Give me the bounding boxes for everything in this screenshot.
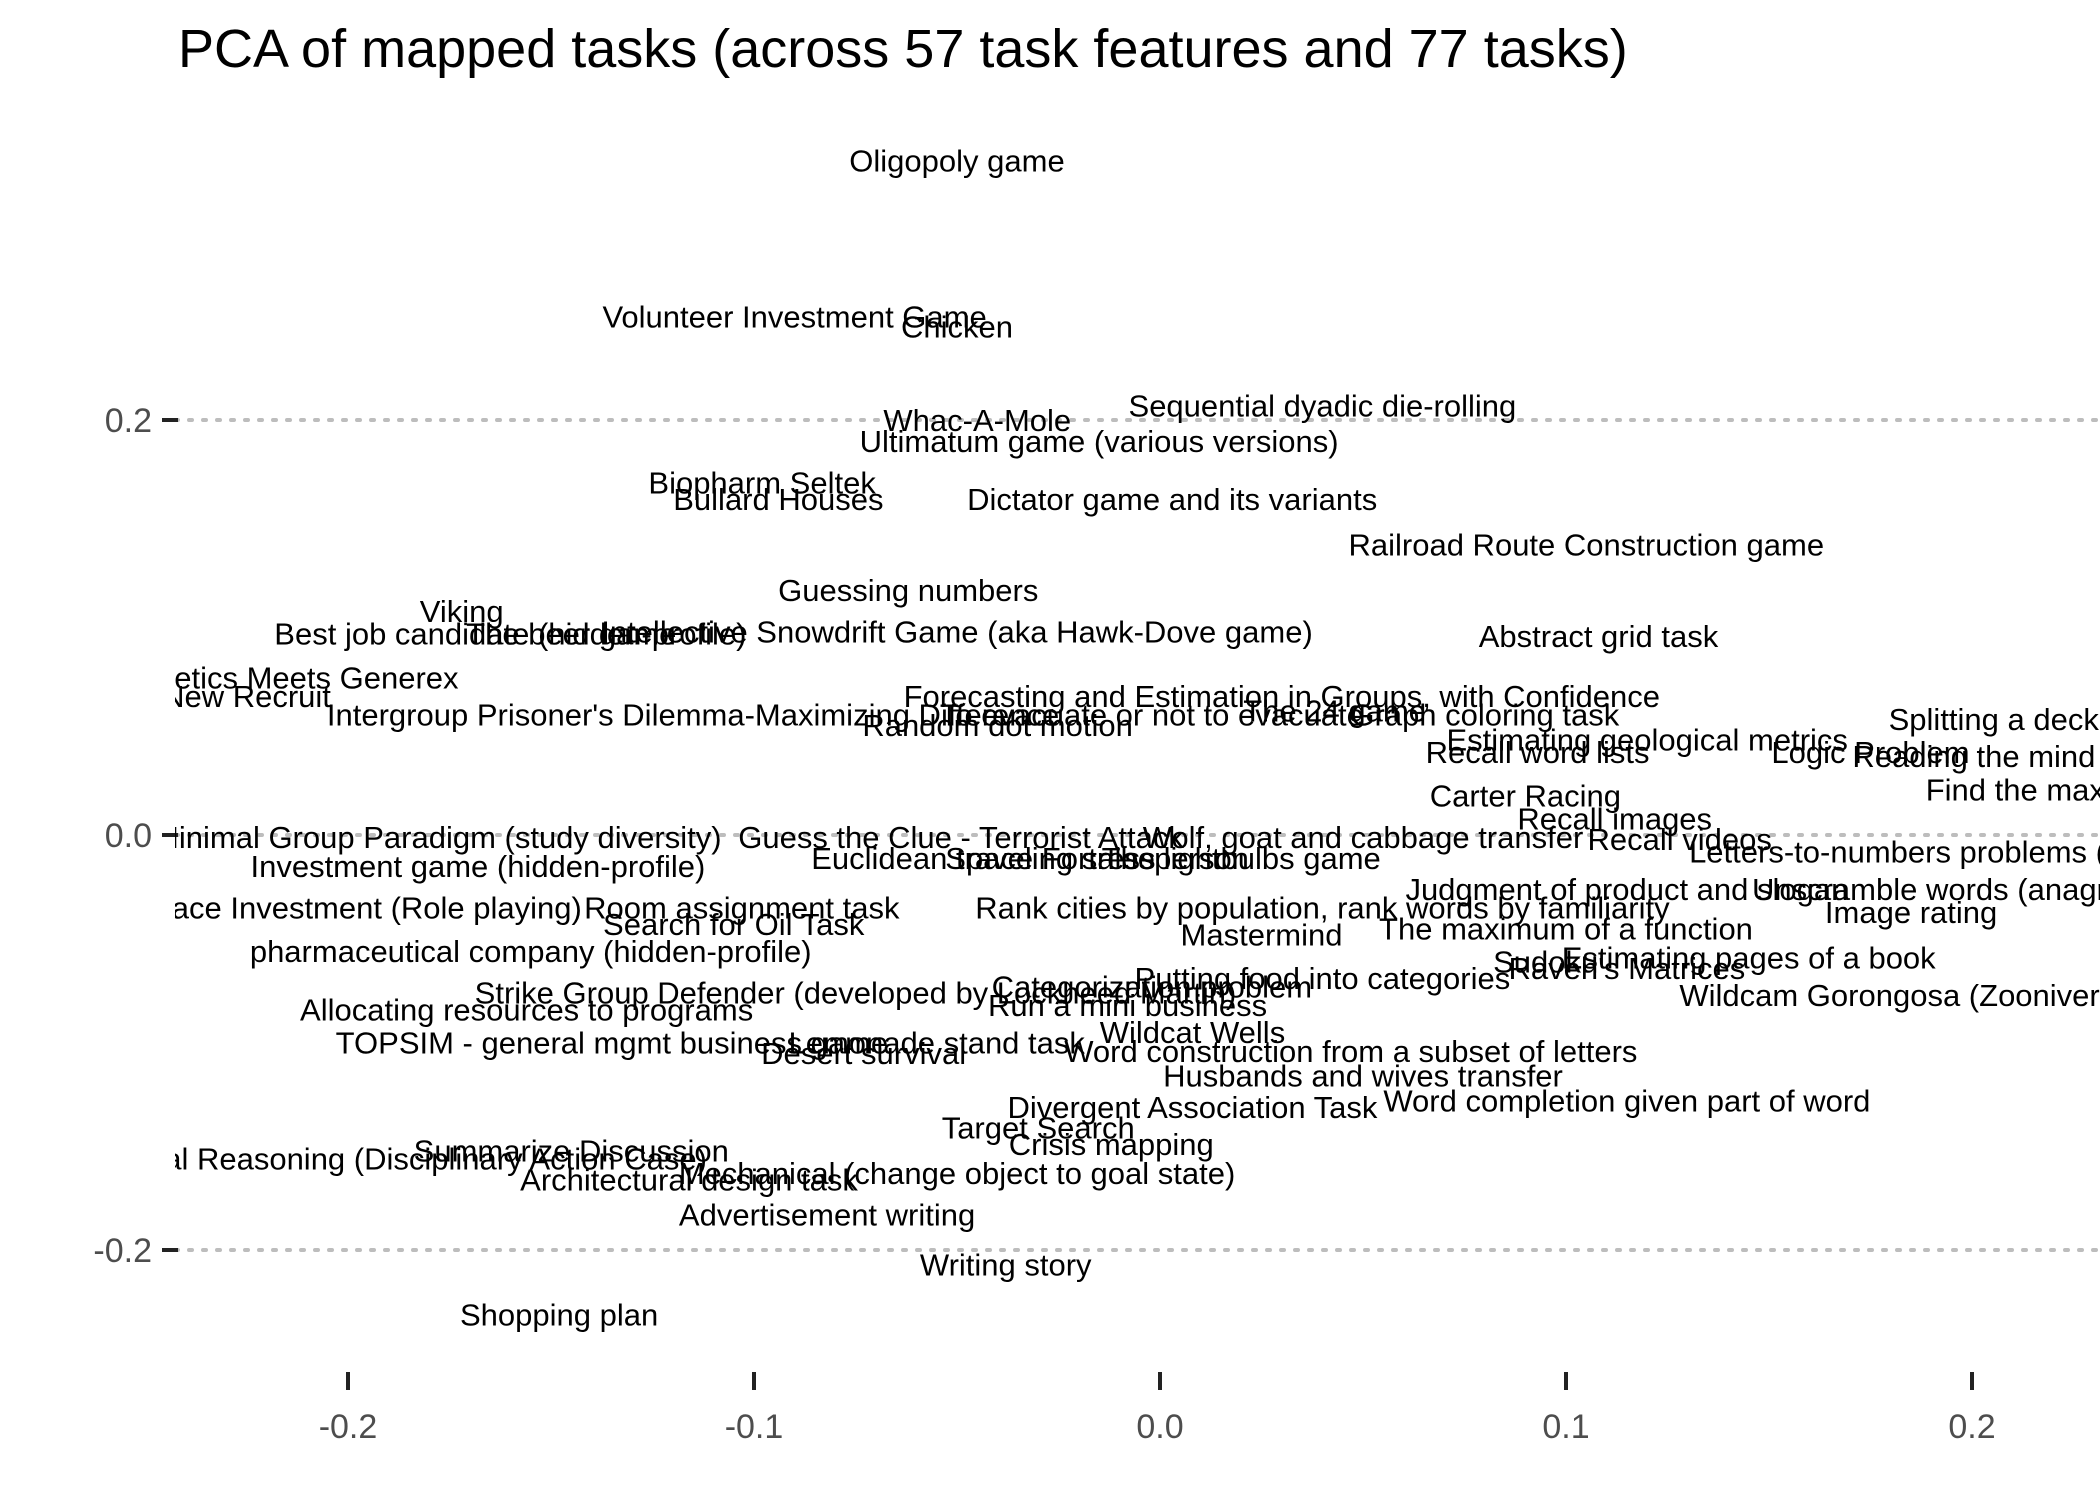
task-point-label: Investment game (hidden-profile)	[250, 849, 705, 884]
task-point-label: Search for Oil Task	[603, 907, 865, 942]
task-point-label: Oligopoly game	[849, 144, 1064, 179]
task-point-label: Architectural design task	[520, 1162, 858, 1197]
x-tick-label: 0.1	[1542, 1408, 1589, 1446]
task-point-label: Strike Group Defender (developed by Lock…	[475, 976, 1237, 1011]
task-point-label: Dictator game and its variants	[967, 482, 1377, 517]
task-point-label: Find the maximum	[1926, 772, 2100, 807]
task-point-label: Mastermind	[1181, 918, 1343, 953]
task-point-label: Word completion given part of word	[1383, 1084, 1870, 1119]
task-point-label: Wolf, goat and cabbage transfer	[1143, 820, 1584, 855]
task-point-label: Chicken	[901, 310, 1013, 345]
task-point-label: Room assignment task	[584, 891, 900, 926]
task-point-label: To evacuate or not to evacuate	[940, 698, 1364, 733]
task-point-label: Best job candidate (hidden-profile)	[274, 617, 746, 652]
task-point-label: Wildcat Wells	[1100, 1015, 1285, 1050]
task-point-label: Guessing numbers	[778, 573, 1038, 608]
task-point-label: Allocating resources to programs	[300, 992, 753, 1027]
task-point-label: Summarize Discussion	[414, 1133, 729, 1168]
y-tick-label: 0.2	[105, 402, 152, 440]
task-point-label: Abstract grid task	[1479, 619, 1719, 654]
task-point-label: Image rating	[1825, 895, 1997, 930]
task-point-label: Shopping plan	[460, 1297, 658, 1332]
task-point-label: New Recruit	[162, 679, 331, 714]
task-point-label: Viking	[420, 594, 504, 629]
task-point-label: Rank cities by population, rank words by…	[975, 891, 1670, 926]
x-axis: -0.2 -0.1 0.0 0.1 0.2	[319, 1372, 1996, 1446]
task-point-label: Lemonade stand task	[788, 1026, 1085, 1061]
task-point-label: Categorization problem	[992, 969, 1313, 1004]
task-point-label: Logic Problem	[1771, 735, 1969, 770]
task-point-label: Space Fortress	[945, 841, 1155, 876]
task-point-label: Divergent Association Task	[1008, 1090, 1378, 1125]
task-point-label: The 24 game	[1243, 694, 1426, 729]
chart-title: PCA of mapped tasks (across 57 task feat…	[178, 19, 1628, 79]
task-point-label: Desert survival	[761, 1036, 966, 1071]
task-point-label: Euclidean traveling salesperson	[811, 841, 1249, 876]
task-point-label: Judgment of product and slogan	[1405, 872, 1848, 907]
task-point-label: Intellective Snowdrift Game (aka Hawk-Do…	[601, 615, 1313, 650]
task-point-label: Wildcam Gorongosa (Zooniverse)	[1679, 978, 2100, 1013]
task-point-label: Forecasting and Estimation in Groups, wi…	[904, 679, 1660, 714]
task-point-label: Estimating pages of a book	[1562, 940, 1936, 975]
task-point-label: Recall images	[1517, 801, 1712, 836]
task-point-label: The beer game	[466, 617, 676, 652]
task-point-label: Reading the mind in the eyes	[1852, 739, 2100, 774]
task-point-label: Crisis mapping	[1009, 1127, 1214, 1162]
task-point-label: Sequential dyadic die-rolling	[1129, 388, 1517, 423]
task-point-label: Ultimatum game (various versions)	[860, 424, 1339, 459]
task-point-label: pharmaceutical company (hidden-profile)	[250, 934, 812, 969]
task-point-label: Bullard Houses	[673, 482, 883, 517]
task-point-label: Genetics Meets Generex	[116, 660, 459, 695]
task-point-label: TOPSIM - general mgmt business game	[336, 1026, 888, 1061]
task-point-label: Run a mini business	[988, 988, 1267, 1023]
task-point-label: Whac-A-Mole	[883, 403, 1071, 438]
task-point-label: Sudoku	[1493, 945, 1598, 980]
x-tick-label: -0.1	[725, 1408, 784, 1446]
task-point-label: Advertisement writing	[679, 1198, 975, 1233]
task-point-label: Unscramble words (anagrams)	[1752, 872, 2100, 907]
task-point-label: Carter Racing	[1430, 779, 1621, 814]
task-point-label: Splitting a deck of cards	[1889, 702, 2100, 737]
task-point-label: Aerospace Investment (Role playing)	[74, 891, 582, 926]
y-tick-label: -0.2	[93, 1232, 152, 1270]
task-point-label: Intergroup Prisoner's Dilemma-Maximizing…	[327, 698, 1059, 733]
task-point-label: Target Search	[942, 1111, 1135, 1146]
task-point-label: The lightbulbs game	[1102, 841, 1381, 876]
task-point-label: Guess the Clue - Terrorist Attack	[738, 820, 1184, 855]
x-tick-label: 0.0	[1136, 1408, 1183, 1446]
task-point-label: Biopharm Seltek	[648, 465, 876, 500]
grid-lines	[173, 418, 2100, 1252]
task-point-label: Letters-to-numbers problems (cryptograph…	[1689, 835, 2100, 870]
task-point-label: Husbands and wives transfer	[1163, 1059, 1563, 1094]
task-point-label: Raven's Matrices	[1509, 951, 1746, 986]
task-point-label: Volunteer Investment Game	[602, 299, 986, 334]
task-point-label: The maximum of a function	[1379, 911, 1753, 946]
task-point-label: Putting food into categories	[1135, 961, 1511, 996]
task-point-label: Writing story	[920, 1248, 1092, 1283]
task-point-label: Random dot motion	[862, 708, 1133, 743]
x-tick-label: 0.2	[1948, 1408, 1995, 1446]
task-point-label: Mechanical (change object to goal state)	[679, 1156, 1236, 1191]
task-point-label: Railroad Route Construction game	[1349, 528, 1825, 563]
y-axis: 0.2 0.0 -0.2	[93, 402, 178, 1270]
y-tick-label: 0.0	[105, 817, 152, 855]
task-point-label: Estimating geological metrics	[1446, 723, 1847, 758]
x-tick-label: -0.2	[319, 1408, 378, 1446]
task-point-label: Recall videos	[1587, 822, 1771, 857]
task-point-label: Moral Reasoning (Disciplinary Action Cas…	[111, 1142, 707, 1177]
task-point-label: Recall word lists	[1426, 735, 1650, 770]
task-point-label: Minimal Group Paradigm (study diversity)	[153, 820, 722, 855]
task-point-label: Word construction from a subset of lette…	[1064, 1034, 1637, 1069]
task-point-label: Graph coloring task	[1350, 698, 1619, 733]
